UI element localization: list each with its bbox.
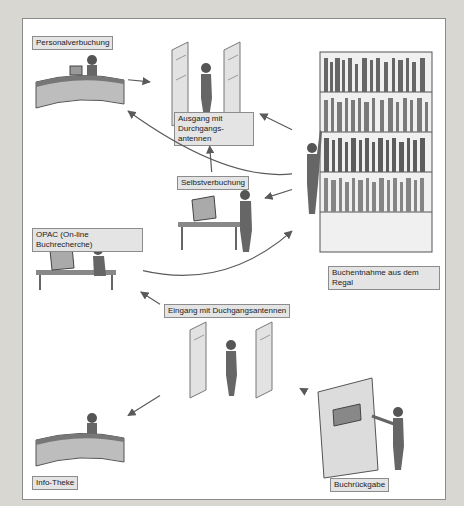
person-head	[307, 143, 317, 153]
staff-desk	[36, 55, 124, 108]
person-head	[393, 407, 403, 417]
self-checkout	[178, 190, 252, 252]
machine-body	[318, 378, 378, 478]
person-body	[307, 130, 322, 214]
counter-top	[36, 433, 124, 445]
antenna-gate	[190, 322, 206, 398]
books	[324, 58, 425, 92]
station-label: OPAC (On-line Buchrecherche)	[32, 228, 143, 252]
bookshelf	[307, 52, 432, 252]
shelf-board	[320, 132, 432, 133]
desk-leg	[111, 275, 113, 290]
scene-node: Ausgang mit Durchgangs-antennen	[150, 28, 260, 146]
flow-arrow	[143, 231, 292, 275]
scene-node: Buchentnahme aus dem Regal	[292, 40, 440, 292]
scene-node: OPAC (On-line Buchrecherche)	[28, 222, 143, 292]
station-label: Buchrückgabe	[330, 478, 389, 492]
person-body	[240, 201, 252, 252]
station-label: Buchentnahme aus dem Regal	[328, 266, 440, 290]
person-body	[226, 351, 237, 396]
antenna-gate	[256, 322, 272, 398]
person-head	[87, 55, 97, 65]
gate-bar	[176, 75, 186, 80]
station-label: Eingang mit Duchgangsantennen	[164, 304, 290, 318]
flow-arrow	[260, 114, 292, 130]
entrance-gates	[190, 322, 272, 398]
desk-leg	[39, 275, 41, 290]
person-arm	[372, 416, 394, 424]
scene-node: Buchrückgabe	[300, 360, 440, 496]
flow-arrow	[128, 111, 292, 174]
station-label: Personalverbuchung	[32, 36, 113, 50]
flow-arrow	[265, 190, 292, 199]
return-machine	[318, 378, 404, 478]
gate-bar	[194, 335, 204, 340]
gate-bar	[260, 335, 270, 340]
person-head	[240, 190, 250, 200]
books	[324, 138, 425, 172]
gate-bar	[176, 55, 186, 60]
flow-arrow	[300, 388, 305, 391]
monitor	[70, 66, 82, 75]
flow-arrow	[141, 292, 160, 304]
return-slot	[333, 404, 361, 426]
person-head	[226, 340, 236, 350]
terminal-screen	[192, 196, 216, 221]
scene-node: Personalverbuchung	[28, 30, 128, 120]
table-leg	[235, 227, 237, 250]
gate-bar	[228, 55, 238, 60]
books	[324, 178, 424, 212]
person-body	[93, 256, 106, 276]
scene-node: Selbstverbuchung	[165, 172, 265, 256]
books	[324, 98, 428, 132]
station-label: Ausgang mit Durchgangs-antennen	[174, 112, 254, 146]
gate-bar	[228, 75, 238, 80]
counter	[36, 433, 124, 466]
scene-node: Info-Theke	[28, 398, 128, 496]
scene-node: Eingang mit Duchgangsantennen	[160, 300, 305, 400]
info-desk	[36, 413, 124, 466]
flow-arrow	[128, 80, 150, 82]
table-leg	[181, 227, 183, 250]
shelf-frame	[320, 52, 432, 252]
flow-arrow	[128, 396, 160, 416]
person-head	[87, 413, 97, 423]
person-body	[393, 418, 404, 470]
counter	[36, 75, 124, 108]
station-label: Selbstverbuchung	[177, 176, 249, 190]
table-top	[178, 222, 240, 227]
counter-top	[36, 75, 124, 87]
person-head	[201, 63, 211, 73]
station-label: Info-Theke	[32, 476, 78, 490]
